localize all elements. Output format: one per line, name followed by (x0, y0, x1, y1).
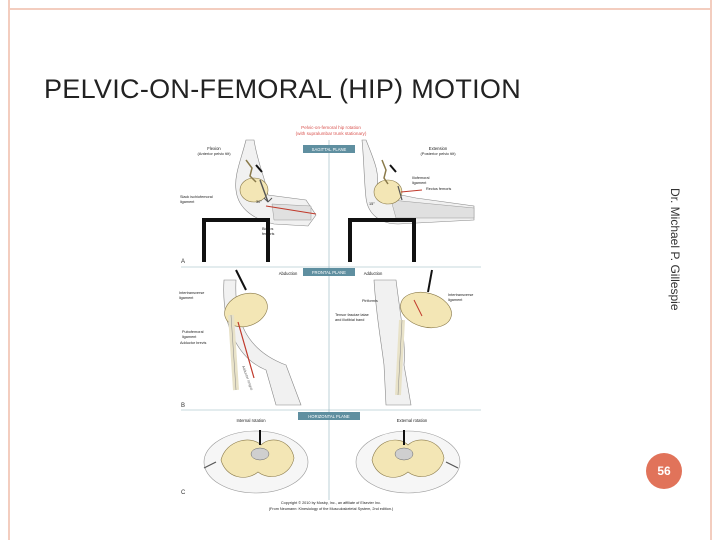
label-intertransverse-right: Intertransverse (448, 293, 473, 297)
label-rectus-femoris: Rectus femoris (426, 187, 451, 191)
slide-frame-right (710, 0, 712, 540)
label-angle-15: 15° (369, 202, 375, 206)
stool-left (202, 218, 270, 262)
label-extension-sub: (Posterior pelvic tilt) (420, 151, 456, 156)
label-intertransverse-left-ligament: ligament (179, 296, 194, 300)
label-tensor-fasciae: Tensor fasciae latae (335, 313, 369, 317)
copyright-line2: (From Neumann: Kinesiology of the Muscul… (269, 507, 394, 511)
horizontal-plane-label: HORIZONTAL PLANE (308, 414, 350, 419)
figure-heading-line1: Pelvic-on-femoral hip rotation (301, 125, 361, 130)
horizontal-internal-rotation-figure (204, 430, 308, 493)
label-adductor-brevis: Adductor brevis (180, 341, 206, 345)
panel-letter-b: B (181, 403, 185, 409)
frontal-abduction-figure (220, 270, 301, 405)
label-external-rotation: External rotation (397, 418, 428, 423)
sagittal-plane-label: SAGITTAL PLANE (312, 147, 347, 152)
label-internal-rotation: Internal rotation (236, 418, 266, 423)
label-piriformis: Piriformis (362, 299, 378, 303)
label-slack-ischiofemoral: Slack ischiofemoral (180, 195, 213, 199)
panel-letter-c: C (181, 490, 186, 496)
label-iliotibial: and iliotibial band (335, 318, 364, 322)
label-flexion-sub: (Anterior pelvic tilt) (197, 151, 231, 156)
label-intertransverse-right-ligament: ligament (448, 298, 463, 302)
horizontal-external-rotation-figure (356, 430, 460, 493)
slide-title: PELVIC-ON-FEMORAL (HIP) MOTION (44, 74, 521, 105)
label-iliofemoral-ligament: ligament (412, 181, 427, 185)
label-pubofemoral: Pubofemoral (182, 330, 204, 334)
slide-frame-top (8, 8, 712, 10)
hip-motion-figure: Pelvic-on-femoral hip rotation (with sup… (176, 120, 486, 515)
page-number-badge: 56 (646, 453, 682, 489)
stool-right (348, 218, 416, 262)
label-pubofemoral-ligament: ligament (182, 335, 197, 339)
label-abduction: Abduction (279, 271, 298, 276)
label-angle-30: 30° (256, 200, 262, 204)
label-iliofemoral: Iliofemoral (412, 176, 430, 180)
panel-letter-a: A (181, 259, 185, 265)
author-vertical-text: Dr. Michael P. Gillespie (668, 188, 682, 311)
frontal-plane-label: FRONTAL PLANE (312, 270, 346, 275)
label-intertransverse-left: Intertransverse (179, 291, 204, 295)
figure-heading-line2: (with supralumbar trunk stationary) (296, 131, 367, 136)
frontal-adduction-figure (374, 270, 456, 405)
label-slack-ligament: ligament (180, 200, 195, 204)
copyright-line1: Copyright © 2010 by Mosby, Inc., an affi… (281, 501, 381, 505)
label-adduction: Adduction (364, 271, 383, 276)
slide-frame-left (8, 0, 10, 540)
